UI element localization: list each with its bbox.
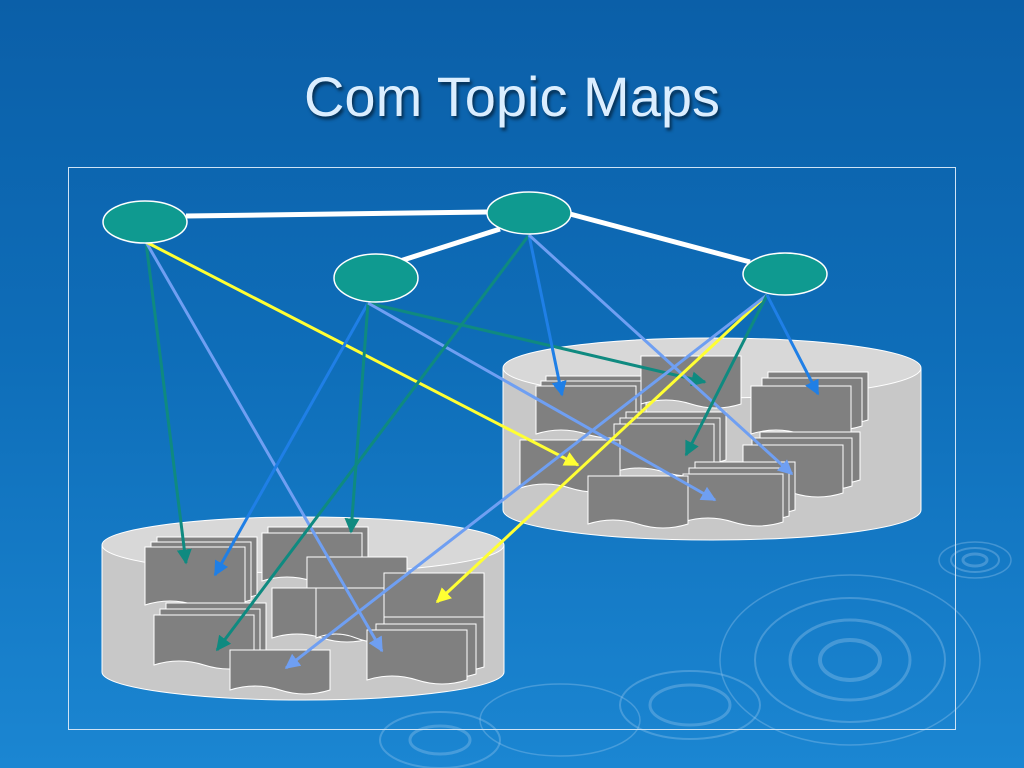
occurrence-arrow xyxy=(144,241,192,565)
association-line xyxy=(185,209,489,219)
topic-node xyxy=(102,200,188,244)
association-line xyxy=(569,211,751,265)
document-icon xyxy=(229,649,331,695)
topic-node xyxy=(486,191,572,235)
slide-title: Com Topic Maps xyxy=(303,65,720,128)
occurrence-arrow xyxy=(684,294,769,457)
occurrence-arrow xyxy=(527,234,567,397)
occurrence-arrow xyxy=(435,293,769,604)
occurrence-arrow xyxy=(144,241,384,653)
occurrence-arrow xyxy=(213,302,370,577)
document-icon xyxy=(587,475,689,529)
occurrence-arrow xyxy=(367,301,717,502)
occurrence-arrow xyxy=(367,301,707,387)
occurrence-links xyxy=(144,233,820,670)
document-icon xyxy=(682,461,796,527)
topic-node xyxy=(333,253,419,303)
occurrence-arrow xyxy=(284,293,768,670)
occurrence-arrow xyxy=(145,240,580,467)
topic-node xyxy=(742,252,828,296)
occurrence-arrow xyxy=(527,233,794,476)
document-icon xyxy=(613,411,727,477)
occurrence-arrow xyxy=(765,294,820,396)
occurrence-arrow xyxy=(215,234,531,652)
diagram-frame xyxy=(68,167,956,730)
document-icon xyxy=(750,371,869,439)
association-lines xyxy=(185,209,751,265)
document-store-right xyxy=(502,337,922,541)
document-icon xyxy=(366,616,485,685)
document-icon xyxy=(144,536,258,610)
occurrence-arrow xyxy=(344,302,370,534)
association-line xyxy=(399,226,501,264)
